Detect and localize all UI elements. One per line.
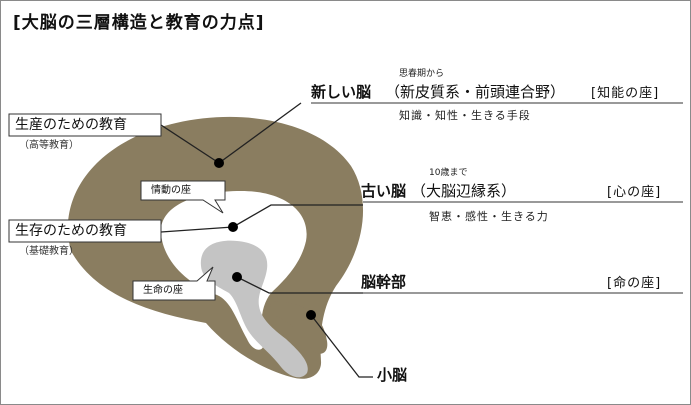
brainstem-leader: [236, 276, 363, 294]
new-brain-dot: [214, 158, 224, 168]
old-brain-dot: [228, 222, 238, 232]
production-box: [8, 113, 162, 137]
old-brain-leader: [232, 204, 363, 228]
new-brain-lead: 思春期から: [399, 69, 445, 79]
survival-education-label: 生存のための教育: [15, 223, 127, 239]
emotion-seat-label: 情動の座: [151, 185, 191, 196]
life-bubble-shape: [132, 266, 216, 301]
old-brain-parts: （大脳辺縁系）: [411, 182, 517, 200]
emotion-bubble-shape: [140, 180, 226, 214]
survival-box: [8, 219, 162, 243]
brainstem-shape: [200, 240, 308, 378]
new-brain-role: [知能の座]: [591, 86, 660, 101]
new-brain-leader: [218, 102, 302, 164]
brainstem-name: 脳幹部: [361, 273, 407, 291]
cerebellum-name: 小脳: [377, 366, 408, 384]
cerebellum-dot: [306, 310, 316, 320]
brainstem-role: [命の座]: [607, 276, 662, 291]
production-education-note: （高等教育）: [19, 140, 79, 151]
production-leader: [160, 124, 220, 164]
new-brain-name: 新しい脳: [311, 83, 372, 101]
old-brain-abilities: 智恵・感性・生きる力: [429, 210, 549, 223]
survival-leader: [160, 226, 234, 233]
old-brain-lead: 10歳まで: [429, 168, 468, 178]
old-brain-role: [心の座]: [607, 185, 662, 200]
life-seat-label: 生命の座: [143, 285, 183, 296]
page-title: [大脳の三層構造と教育の力点]: [13, 13, 265, 33]
new-brain-parts: （新皮質系・前頭連合野）: [385, 83, 566, 101]
production-education-label: 生産のための教育: [15, 117, 127, 133]
old-brain-name: 古い脳: [361, 182, 407, 200]
survival-education-note: （基礎教育）: [19, 246, 79, 257]
brainstem-dot: [232, 272, 242, 282]
cerebellum-leader: [310, 314, 373, 378]
new-brain-abilities: 知識・知性・生きる手段: [399, 109, 531, 122]
